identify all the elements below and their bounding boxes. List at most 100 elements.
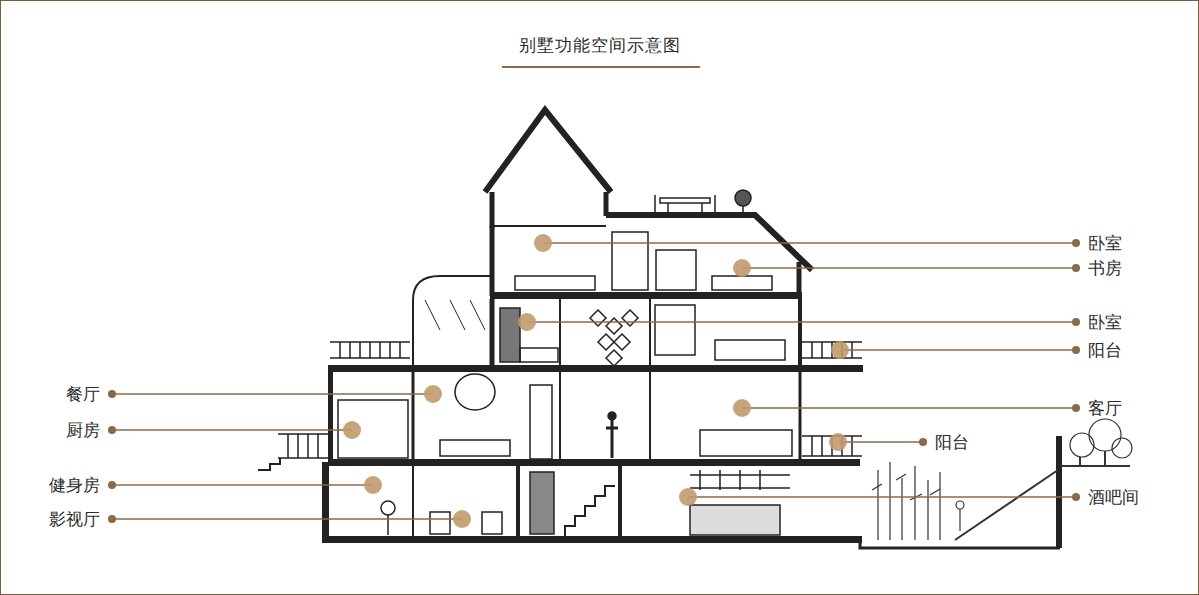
title-underline	[502, 66, 700, 68]
room-label: 餐厅	[66, 384, 100, 404]
building-structure	[560, 299, 650, 365]
building-structure	[328, 365, 863, 372]
room-label: 客厅	[1088, 398, 1122, 418]
building-structure	[560, 372, 650, 462]
leader-end-dot	[1072, 404, 1080, 412]
interior-furniture	[715, 340, 785, 360]
building-structure	[797, 262, 802, 296]
interior-furniture	[712, 276, 772, 290]
interior-furniture	[690, 505, 780, 535]
interior-furniture	[530, 472, 554, 534]
interior-furniture	[338, 400, 408, 458]
interior-furniture	[608, 412, 616, 420]
building-structure	[518, 466, 620, 536]
building-structure	[860, 540, 1060, 548]
room-label: 卧室	[1088, 312, 1122, 332]
room-dot	[518, 313, 536, 331]
building-structure	[412, 372, 415, 462]
room-label: 阳台	[935, 432, 969, 452]
leader-end-dot	[108, 515, 116, 523]
interior-furniture	[455, 374, 495, 410]
building-structure	[1056, 436, 1062, 548]
room-label: 阳台	[1088, 340, 1122, 360]
interior-furniture	[735, 190, 751, 206]
room-dot	[453, 510, 471, 528]
interior-furniture	[606, 420, 618, 458]
leader-end-dot	[919, 438, 927, 446]
building-structure	[412, 466, 414, 536]
room-label: 卧室	[1088, 233, 1122, 253]
interior-furniture	[612, 232, 648, 290]
leader-end-dot	[1072, 318, 1080, 326]
interior-furniture	[430, 512, 450, 534]
room-dot	[424, 385, 442, 403]
room-dot	[733, 399, 751, 417]
leader-line	[838, 441, 923, 443]
leader-end-dot	[1072, 346, 1080, 354]
interior-furniture	[338, 190, 792, 536]
building-structure	[328, 372, 333, 462]
interior-furniture	[700, 430, 792, 456]
leader-end-dot	[108, 426, 116, 434]
landscape	[878, 462, 940, 540]
room-dot	[364, 476, 382, 494]
building-structure	[322, 110, 1062, 548]
leader-end-dot	[108, 481, 116, 489]
interior-furniture	[660, 198, 710, 203]
building-structure	[322, 536, 862, 543]
interior-furniture	[590, 310, 638, 366]
balcony-railings	[330, 342, 410, 358]
building-structure	[492, 225, 606, 227]
leader-line	[543, 242, 1076, 244]
room-dot	[343, 421, 361, 439]
leader-line	[742, 407, 1076, 409]
diagram-title: 别墅功能空间示意图	[519, 35, 681, 55]
building-structure	[322, 462, 329, 542]
room-label: 影视厅	[49, 509, 100, 529]
leader-end-dot	[1072, 239, 1080, 247]
room-label: 书房	[1088, 258, 1122, 278]
leader-line	[112, 393, 433, 395]
leader-line	[840, 349, 1076, 351]
room-dot	[679, 488, 697, 506]
leader-line	[112, 484, 373, 486]
leader-line	[742, 267, 1076, 269]
landscape	[1070, 433, 1094, 457]
interior-furniture	[530, 385, 552, 459]
leader-end-dot	[1072, 264, 1080, 272]
building-structure	[425, 300, 485, 330]
landscape	[1089, 419, 1121, 451]
room-dot	[534, 234, 552, 252]
room-label: 酒吧间	[1088, 487, 1139, 507]
interior-furniture	[515, 276, 595, 290]
room-label: 健身房	[49, 475, 100, 495]
interior-furniture	[482, 512, 502, 534]
building-structure	[490, 226, 495, 296]
landscape	[959, 509, 960, 531]
interior-furniture	[381, 501, 395, 515]
landscape	[872, 419, 1132, 540]
landscape	[1060, 451, 1130, 467]
leader-line	[527, 321, 1076, 323]
leader-line	[112, 429, 352, 431]
interior-furniture	[690, 470, 790, 490]
room-dot	[831, 341, 849, 359]
landscape	[872, 474, 940, 500]
leader-end-dot	[1072, 493, 1080, 501]
room-dot	[733, 259, 751, 277]
interior-furniture	[656, 250, 696, 290]
interior-furniture	[742, 206, 744, 215]
room-dot	[829, 433, 847, 451]
landscape	[955, 470, 1058, 540]
room-label: 厨房	[66, 420, 100, 440]
building-structure	[485, 110, 611, 192]
balcony-railings	[258, 342, 862, 470]
interior-furniture	[565, 486, 615, 536]
interior-furniture	[387, 515, 389, 535]
building-structure	[490, 299, 495, 365]
leader-line	[112, 518, 462, 520]
